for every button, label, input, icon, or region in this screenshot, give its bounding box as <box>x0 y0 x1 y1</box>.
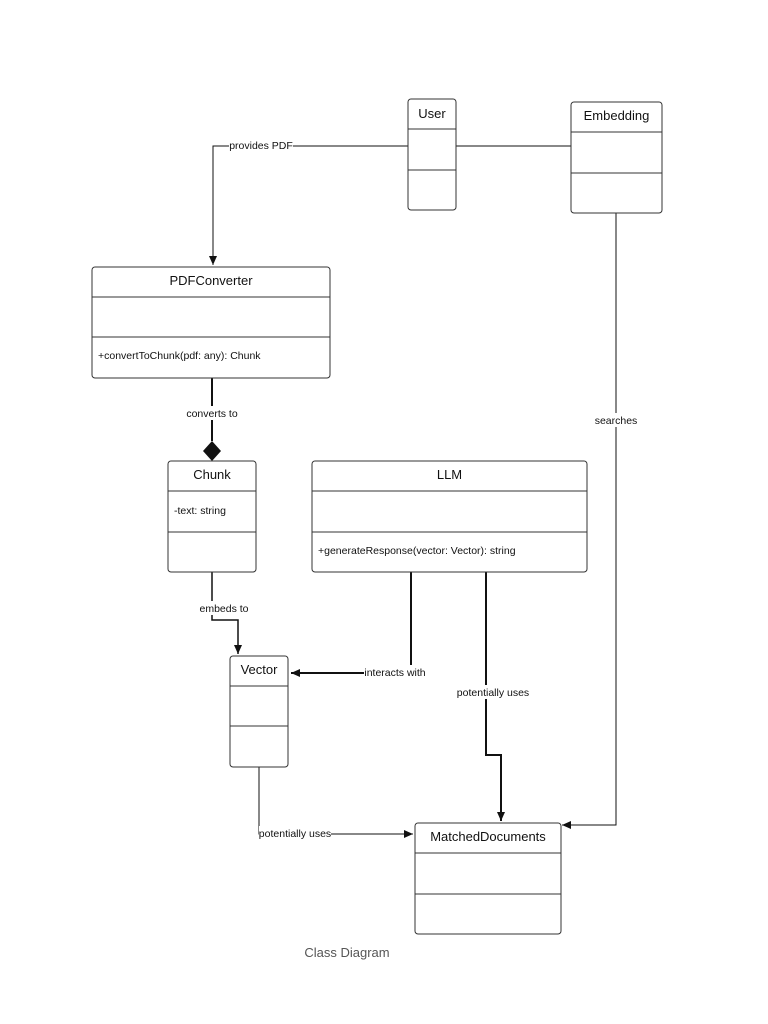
class-title-llm: LLM <box>437 467 462 482</box>
diagram-caption: Class Diagram <box>304 945 390 960</box>
edge-searches: searches <box>456 145 639 829</box>
edge-embeds-to: embeds to <box>196 563 252 654</box>
edge-label-vector-potentially-uses: potentially uses <box>259 828 331 840</box>
class-title-embedding: Embedding <box>584 108 650 123</box>
method-generate-response: +generateResponse(vector: Vector): strin… <box>318 545 516 557</box>
class-embedding[interactable]: Embedding <box>570 101 663 214</box>
edge-converts-to: converts to <box>184 368 240 461</box>
attribute-text: -text: string <box>174 505 226 517</box>
class-vector[interactable]: Vector <box>229 655 289 768</box>
edge-interacts-with: interacts with <box>291 563 426 679</box>
class-matched-documents[interactable]: MatchedDocuments <box>414 822 562 935</box>
composition-diamond <box>203 441 221 461</box>
edge-label-embeds-to: embeds to <box>199 603 248 615</box>
class-pdf-converter[interactable]: PDFConverter +convertToChunk(pdf: any): … <box>91 266 331 379</box>
method-convert-to-chunk: +convertToChunk(pdf: any): Chunk <box>98 350 261 362</box>
edge-label-converts-to: converts to <box>186 408 238 420</box>
class-title-user: User <box>418 106 446 121</box>
class-chunk[interactable]: Chunk -text: string <box>167 460 257 573</box>
class-user[interactable]: User <box>407 98 457 211</box>
class-title-vector: Vector <box>241 662 279 677</box>
edge-llm-potentially-uses: potentially uses <box>456 563 530 821</box>
class-title-matched-documents: MatchedDocuments <box>430 829 546 844</box>
edge-label-interacts-with: interacts with <box>364 667 425 679</box>
edge-label-llm-potentially-uses: potentially uses <box>457 687 529 699</box>
edge-label-provides-pdf: provides PDF <box>229 140 293 152</box>
edge-label-searches: searches <box>595 415 638 427</box>
class-title-chunk: Chunk <box>193 467 231 482</box>
class-llm[interactable]: LLM +generateResponse(vector: Vector): s… <box>311 460 588 573</box>
class-title-pdf-converter: PDFConverter <box>169 273 253 288</box>
edge-provides-pdf: provides PDF <box>209 138 408 265</box>
